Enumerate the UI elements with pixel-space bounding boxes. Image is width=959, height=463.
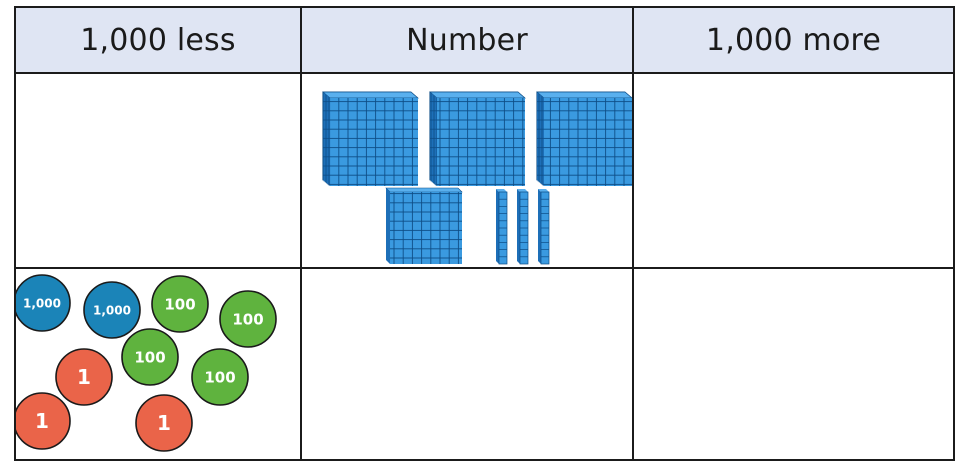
header-number: Number bbox=[302, 8, 632, 72]
ten-rod-2 bbox=[517, 189, 529, 265]
counter-1-9: 1 bbox=[135, 394, 193, 452]
ten-rod-1 bbox=[496, 189, 508, 265]
base-ten-blocks bbox=[322, 91, 633, 265]
cell-1000-more-row2[interactable] bbox=[634, 269, 953, 459]
counter-100-3: 100 bbox=[151, 275, 209, 333]
counter-100-4: 100 bbox=[219, 290, 277, 348]
counter-label: 1 bbox=[35, 409, 49, 433]
counter-100-5: 100 bbox=[121, 328, 179, 386]
counter-1000-2: 1,000 bbox=[83, 281, 141, 339]
hundred-flat bbox=[385, 187, 463, 264]
counter-label: 1 bbox=[77, 365, 91, 389]
thousand-cube-3 bbox=[536, 91, 633, 186]
thousand-cube-2 bbox=[429, 91, 526, 186]
row-divider bbox=[16, 72, 953, 74]
counter-100-6: 100 bbox=[191, 348, 249, 406]
cell-1000-less-row2: 1,000 1,000 100 100 100 100 1 1 1 bbox=[13, 269, 300, 459]
counter-label: 100 bbox=[204, 368, 235, 386]
counter-label: 100 bbox=[232, 310, 263, 328]
counter-label: 1,000 bbox=[93, 303, 131, 317]
column-divider bbox=[300, 8, 302, 459]
counter-label: 100 bbox=[164, 295, 195, 313]
counter-1000-1: 1,000 bbox=[13, 274, 71, 332]
counter-label: 1 bbox=[157, 411, 171, 435]
counter-label: 1,000 bbox=[23, 296, 61, 310]
thousand-cube-1 bbox=[322, 91, 419, 186]
header-1000-more: 1,000 more bbox=[634, 8, 953, 72]
column-divider bbox=[632, 8, 634, 459]
cell-number-row2[interactable] bbox=[302, 269, 632, 459]
cell-1000-more-row1[interactable] bbox=[634, 74, 953, 267]
row-divider bbox=[16, 267, 953, 269]
cell-number-row1 bbox=[302, 74, 633, 267]
counter-1-7: 1 bbox=[55, 348, 113, 406]
header-1000-less: 1,000 less bbox=[16, 8, 300, 72]
ten-rod-3 bbox=[538, 189, 550, 265]
counter-1-8: 1 bbox=[13, 392, 71, 450]
cell-1000-less-row1[interactable] bbox=[16, 74, 300, 267]
counter-label: 100 bbox=[134, 348, 165, 366]
place-value-counters: 1,000 1,000 100 100 100 100 1 1 1 bbox=[13, 274, 277, 452]
